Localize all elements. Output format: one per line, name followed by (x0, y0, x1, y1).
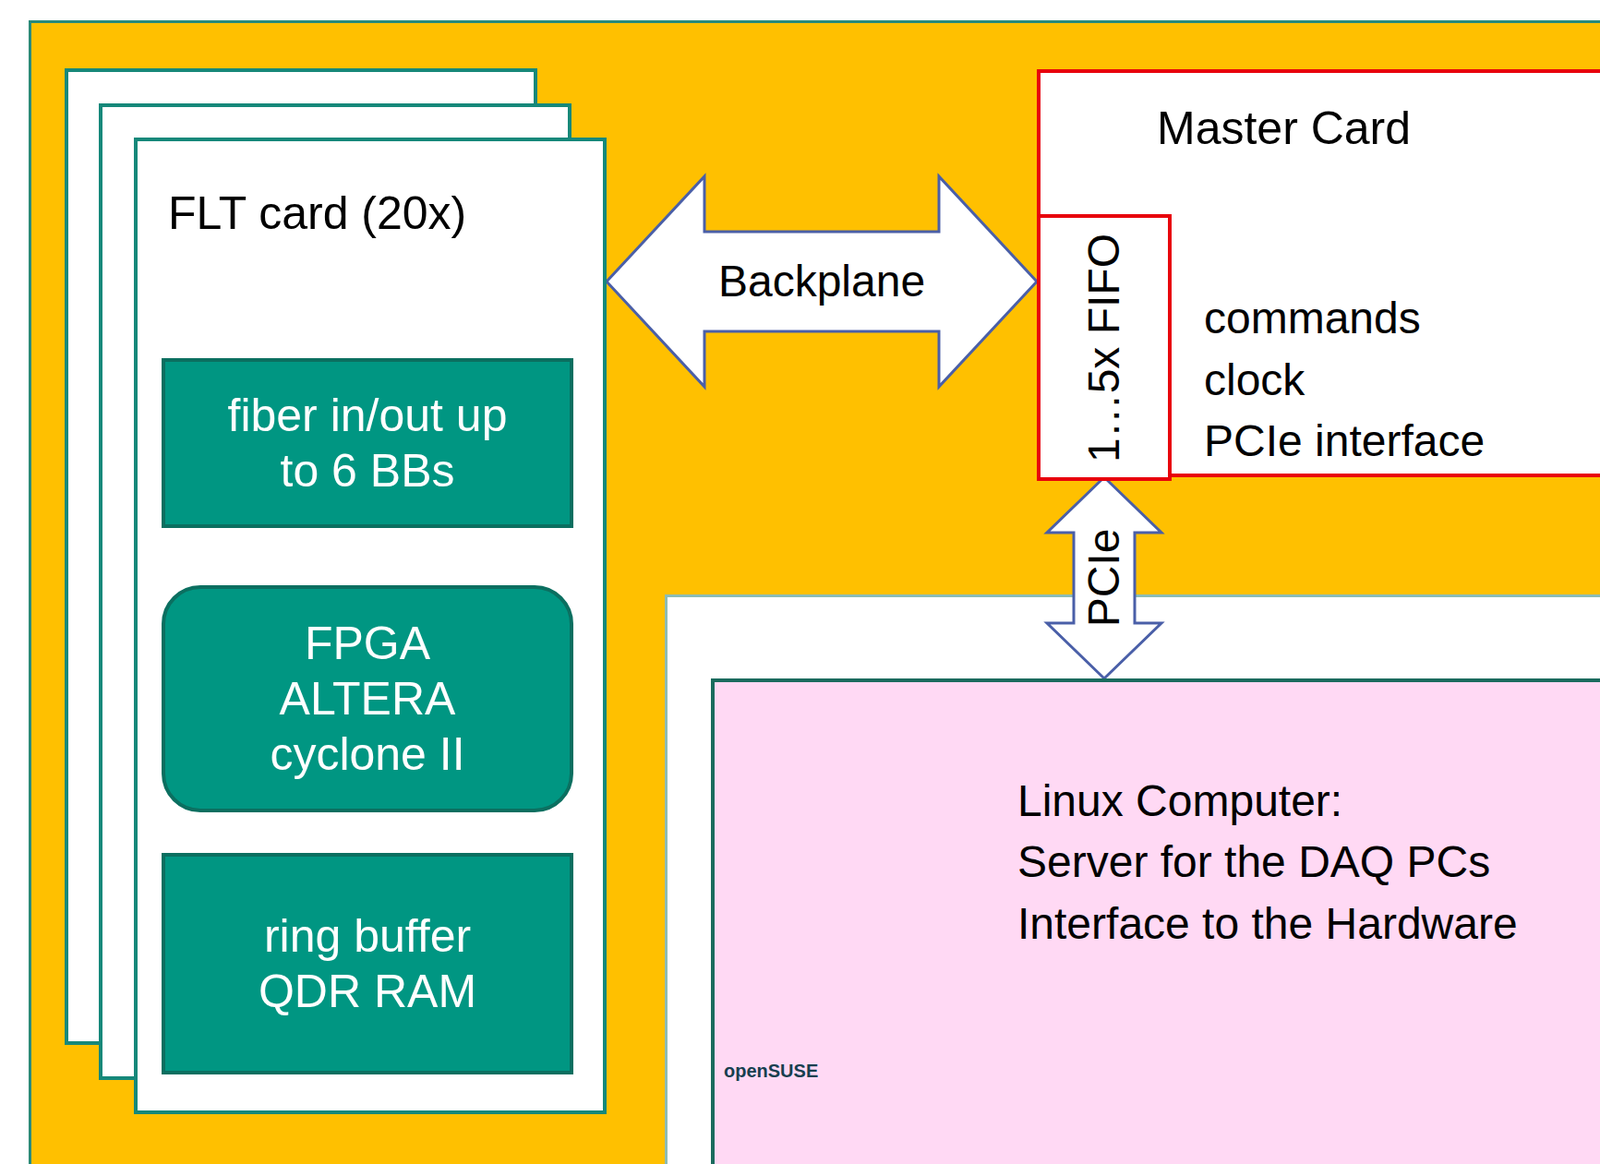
node-title: FPGA ALTERA cyclone II (242, 615, 493, 782)
node-text: Interface to the Hardware (1017, 897, 1518, 951)
node-text: clock (1203, 353, 1305, 408)
logo-text: openSUSE (723, 1059, 819, 1083)
node-text: PCIe interface (1203, 414, 1485, 469)
ring-buffer-box: ring buffer QDR RAM (161, 853, 574, 1075)
node-text: commands (1203, 291, 1421, 346)
linux-computer: Linux Computer: Server for the DAQ PCsInt… (710, 678, 1600, 1164)
node-title: Linux Computer: (1017, 774, 1343, 829)
flt-card: FLT card (20x) fiber in/out up to 6 BBsFP… (133, 137, 607, 1115)
node-text: Server for the DAQ PCs (1017, 835, 1491, 890)
backplane-arrow (606, 176, 1037, 387)
node-title: Master Card (1156, 100, 1411, 157)
pcie-arrow (1046, 477, 1162, 679)
node-title: ring buffer QDR RAM (224, 908, 511, 1020)
edge-label: Backplane (716, 257, 927, 307)
fiber-box: fiber in/out up to 6 BBs (161, 358, 574, 529)
edge-label: PCIe (1080, 527, 1130, 630)
fpga-box: FPGA ALTERA cyclone II (161, 585, 574, 813)
node-title: FLT card (20x) (168, 185, 467, 241)
node-title: fiber in/out up to 6 BBs (224, 387, 511, 499)
master-card: Master Card commands clockPCIe interface 1…… (1036, 69, 1600, 478)
fifo-box: 1…5x FIFO (1036, 214, 1172, 482)
node-title: 1…5x FIFO (1077, 232, 1131, 462)
